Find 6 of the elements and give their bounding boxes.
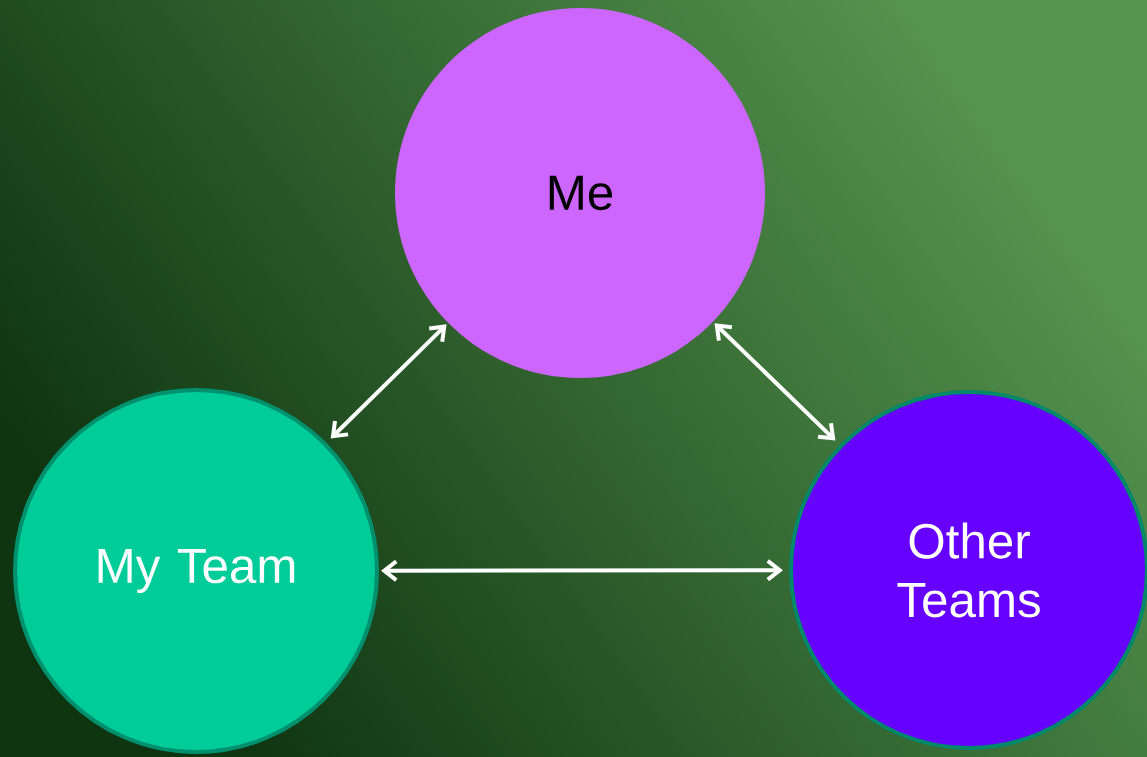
circle-node: My Team — [13, 388, 379, 754]
circle-node: Other Teams — [789, 390, 1147, 750]
arrow — [330, 324, 447, 439]
arrow — [381, 559, 783, 582]
arrow — [714, 323, 836, 441]
circle-node: Me — [395, 8, 765, 378]
